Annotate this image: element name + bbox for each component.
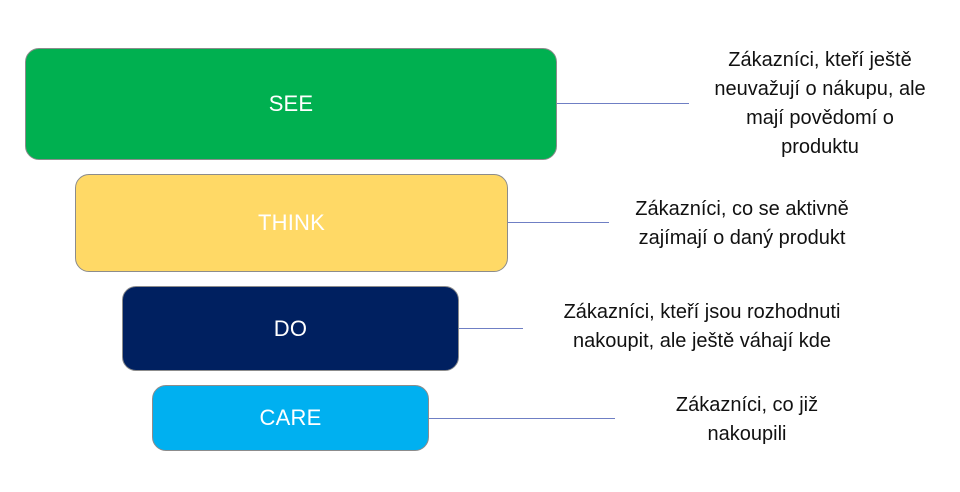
stage-do-label: DO xyxy=(273,315,308,341)
stage-care-box: CARE xyxy=(152,385,429,451)
stage-care-connector xyxy=(429,418,615,419)
stage-see-box: SEE xyxy=(25,48,557,160)
stage-do-box: DO xyxy=(122,286,459,371)
stage-think-box: THINK xyxy=(75,174,508,272)
stage-care-label: CARE xyxy=(259,405,322,430)
stage-do-description: Zákazníci, kteří jsou rozhodnuti nakoupi… xyxy=(563,301,841,352)
stage-see-label: SEE xyxy=(268,91,314,116)
stage-do-connector xyxy=(459,328,523,329)
stage-think-label: THINK xyxy=(258,210,325,235)
stage-think-connector xyxy=(508,222,609,223)
stage-see-description: Zákazníci, kteří ještě neuvažují o nákup… xyxy=(714,49,926,158)
stage-care-description: Zákazníci, co již nakoupili xyxy=(675,394,819,445)
stage-see-connector xyxy=(557,103,689,104)
stage-think-description: Zákazníci, co se aktivně zajímají o daný… xyxy=(635,198,849,249)
